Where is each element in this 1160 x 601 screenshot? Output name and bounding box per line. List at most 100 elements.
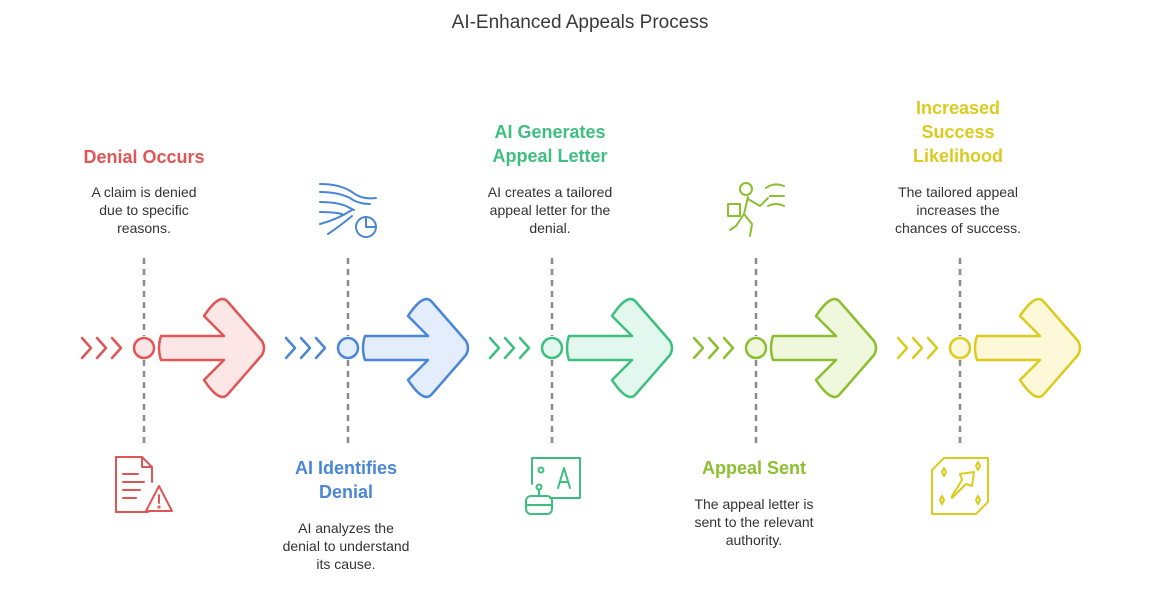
stream-line (327, 215, 353, 235)
arrow-shape (565, 297, 674, 399)
chevron-icon (896, 336, 909, 360)
parcel-box (727, 203, 741, 217)
chevron-icon (284, 336, 297, 360)
person-head (739, 182, 753, 196)
motion-line (767, 203, 785, 207)
stream-line (319, 183, 377, 200)
step-2-desc-line: denial to understand (282, 538, 410, 554)
screen-frame (531, 457, 581, 499)
step-4-description: The appeal letter is sent to the relevan… (654, 495, 854, 549)
screen-dot (537, 466, 545, 474)
chevron-icon (299, 336, 312, 360)
step-4-desc-line: authority. (725, 532, 783, 548)
arrow-shape (769, 297, 878, 399)
arrow-shape (973, 297, 1082, 399)
arrow-shape (157, 297, 266, 399)
document-warning-icon (115, 456, 173, 513)
chevron-icon (95, 336, 108, 360)
step-5-heading-line: Likelihood (913, 146, 1003, 166)
step-1-desc-line: due to specific (99, 202, 189, 218)
step-1-heading-line: Denial Occurs (83, 147, 205, 167)
step-1-graphic (80, 258, 266, 446)
warning-triangle (145, 485, 173, 512)
steps-layer (80, 258, 1082, 446)
step-3-desc-line: appeal letter for the (489, 202, 611, 218)
diagonal-arrow (951, 471, 975, 499)
step-4-desc-line: The appeal letter is (694, 496, 814, 512)
step-5-graphic (896, 258, 1082, 446)
document-fold (141, 456, 153, 468)
chevron-icon (926, 336, 939, 360)
step-2-heading-line: Denial (318, 482, 374, 502)
sparkle (939, 495, 945, 505)
step-1-heading: Denial Occurs (44, 145, 244, 169)
node-circle (948, 336, 972, 360)
step-2-description: AI analyzes the denial to understand its… (246, 519, 446, 573)
chevron-icon (911, 336, 924, 360)
stream-line (319, 211, 343, 215)
badge-frame (931, 457, 989, 515)
node-circle (540, 336, 564, 360)
step-4-desc-line: sent to the relevant (694, 514, 814, 530)
chevron-icon (722, 336, 735, 360)
step-2-graphic (284, 258, 470, 446)
ai-writer-icon (525, 457, 581, 515)
step-3-heading-line: Appeal Letter (492, 146, 608, 166)
step-5-desc-line: The tailored appeal (898, 184, 1018, 200)
step-1-description: A claim is denied due to specific reason… (44, 183, 244, 237)
stream-line (319, 209, 353, 225)
letter-a (557, 467, 571, 489)
step-3-graphic (488, 258, 674, 446)
page-title: AI-Enhanced Appeals Process (451, 12, 709, 33)
chevron-icon (488, 336, 501, 360)
warning-dot (157, 505, 161, 509)
chevron-icon (110, 336, 123, 360)
stream-line (319, 191, 371, 205)
chevron-icon (518, 336, 531, 360)
stream-line (319, 201, 355, 211)
arrow-shape (361, 297, 470, 399)
step-2-heading: AI Identifies Denial (246, 456, 446, 504)
sparkle (975, 495, 981, 505)
step-4-graphic (692, 258, 878, 446)
pie-slice (365, 216, 377, 228)
node-circle (132, 336, 156, 360)
robot-antenna-tip (535, 483, 543, 491)
step-2-desc-line: its cause. (316, 556, 376, 572)
icons-layer (115, 182, 989, 515)
step-1-desc-line: reasons. (117, 220, 171, 236)
person-arm (747, 197, 769, 207)
node-circle (744, 336, 768, 360)
data-analysis-icon (319, 183, 377, 238)
step-1-desc-line: A claim is denied (91, 184, 197, 200)
step-3-heading-line: AI Generates (494, 122, 606, 142)
person-leg (729, 213, 745, 231)
chevron-icon (503, 336, 516, 360)
step-3-heading: AI Generates Appeal Letter (450, 120, 650, 168)
sparkle (975, 461, 981, 471)
step-2-desc-line: AI analyzes the (298, 520, 394, 536)
step-5-desc-line: chances of success. (894, 220, 1022, 236)
chevron-icon (692, 336, 705, 360)
step-5-heading: Increased Success Likelihood (858, 96, 1058, 168)
sparkle-arrow-icon (931, 457, 989, 515)
chevron-icon (314, 336, 327, 360)
node-circle (336, 336, 360, 360)
step-3-desc-line: denial. (529, 220, 571, 236)
step-4-heading: Appeal Sent (654, 456, 854, 480)
document-outline (115, 456, 153, 513)
step-2-heading-line: AI Identifies (294, 458, 397, 478)
step-5-heading-line: Increased (915, 98, 1001, 118)
step-5-description: The tailored appeal increases the chance… (858, 183, 1058, 237)
step-4-heading-line: Appeal Sent (701, 458, 807, 478)
delivery-person-icon (727, 182, 785, 237)
chevron-icon (707, 336, 720, 360)
motion-line (765, 183, 785, 189)
step-3-desc-line: AI creates a tailored (487, 184, 613, 200)
step-5-heading-line: Success (921, 122, 995, 142)
chevron-icon (80, 336, 93, 360)
person-body (743, 196, 753, 237)
step-3-description: AI creates a tailored appeal letter for … (450, 183, 650, 237)
step-5-desc-line: increases the (916, 202, 1000, 218)
